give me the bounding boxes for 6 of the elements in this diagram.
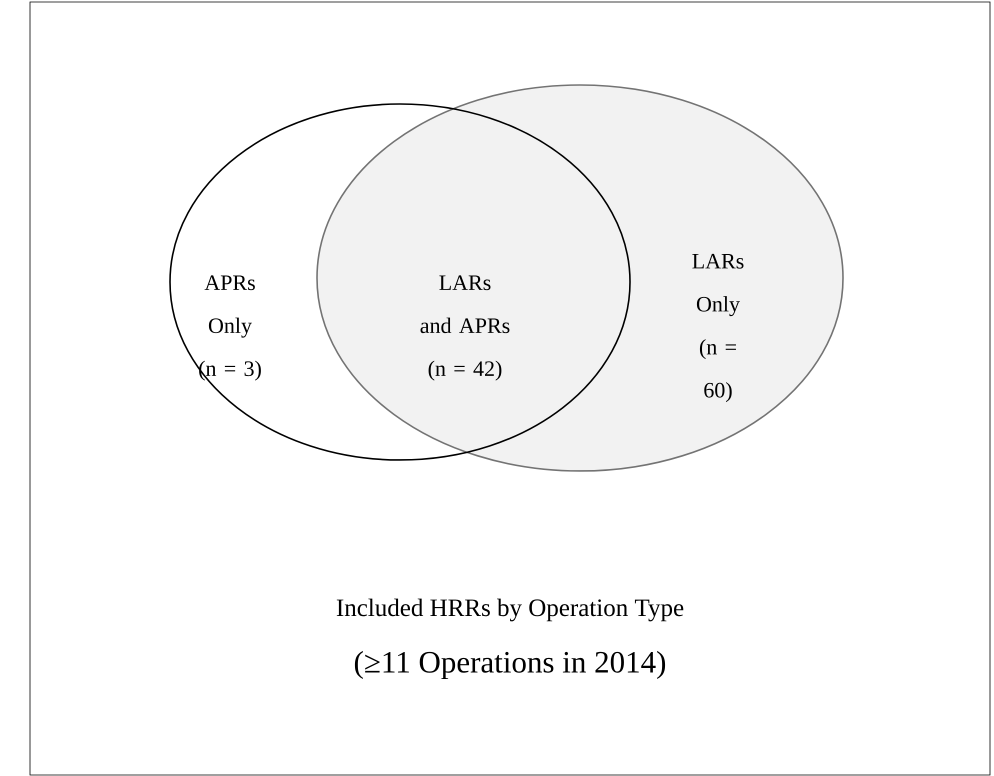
overlap-label: LARs and APRs (n = 42) — [420, 275, 510, 381]
venn-ellipse — [169, 103, 631, 461]
title: Included HRRs by Operation Type — [336, 598, 684, 622]
venn-ellipse — [316, 84, 844, 472]
set-label: LARs Only (n = 60) — [692, 254, 744, 402]
caption: (≥11 Operations in 2014) — [354, 650, 666, 680]
